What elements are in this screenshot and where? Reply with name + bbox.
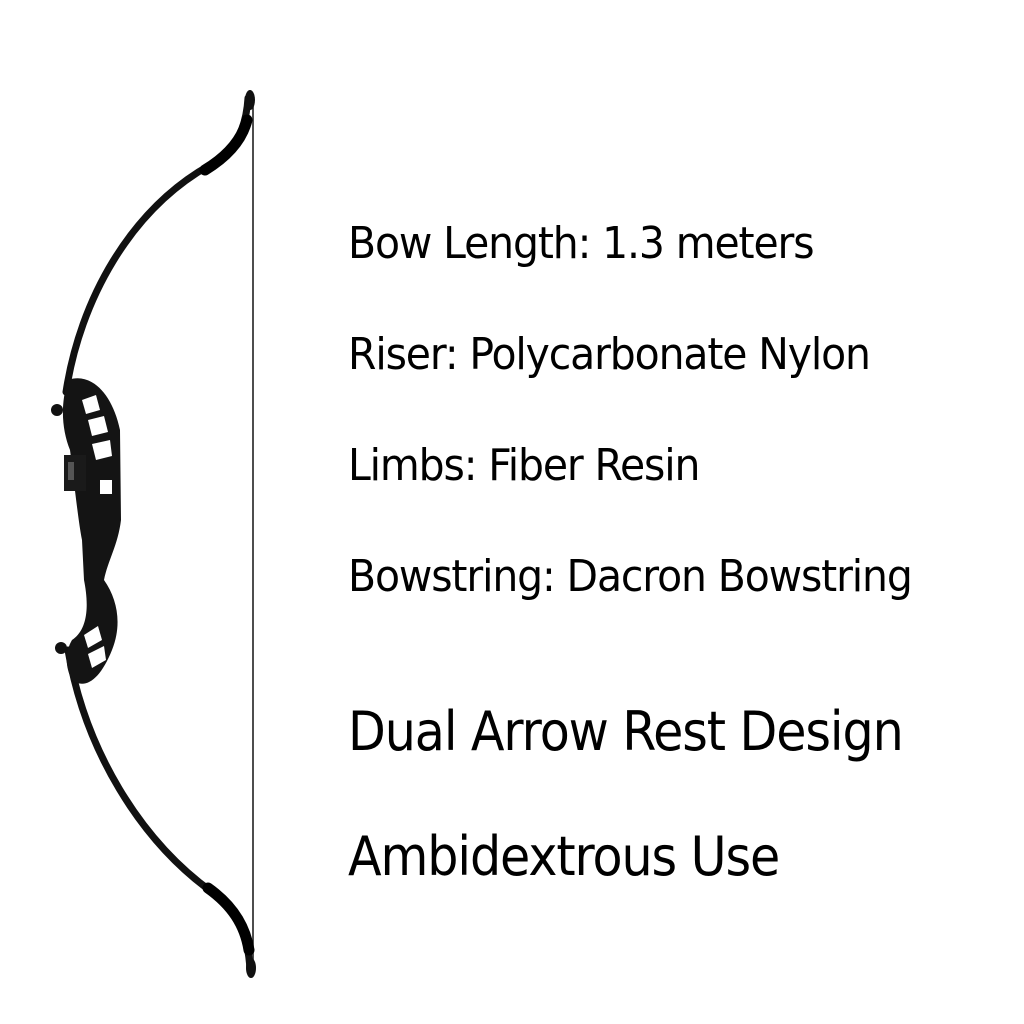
feature-dual-arrow-rest: Dual Arrow Rest Design xyxy=(348,700,904,763)
lower-limb xyxy=(64,646,254,974)
arrow-rest xyxy=(64,455,86,491)
spec-bowstring: Bowstring: Dacron Bowstring xyxy=(348,551,913,602)
upper-limb xyxy=(62,94,252,396)
recurve-bow-icon xyxy=(51,90,256,978)
spec-limbs: Limbs: Fiber Resin xyxy=(348,440,700,491)
spec-riser: Riser: Polycarbonate Nylon xyxy=(348,329,871,380)
spec-bow-length: Bow Length: 1.3 meters xyxy=(348,218,815,269)
feature-ambidextrous: Ambidextrous Use xyxy=(348,825,780,888)
